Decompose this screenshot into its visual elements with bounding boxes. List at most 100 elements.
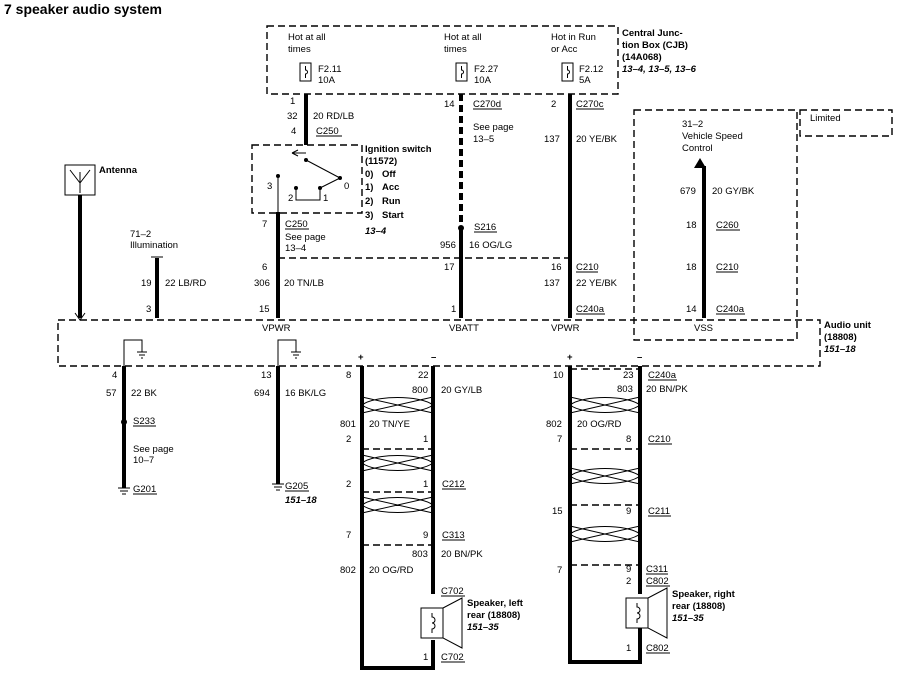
pin-1: 1 bbox=[290, 96, 295, 107]
circuit-803-left: 803 bbox=[412, 549, 428, 560]
circuit-19: 19 bbox=[141, 278, 152, 289]
pin-14-vss: 14 bbox=[686, 304, 697, 315]
terminal-vpwr-2: VPWR bbox=[551, 323, 580, 334]
pin-2: 2 bbox=[551, 99, 556, 110]
ign-pos-2: 2) bbox=[365, 196, 373, 207]
connector-c702a: C702 bbox=[441, 586, 464, 597]
pin-2b-left: 2 bbox=[346, 479, 351, 490]
circuit-803-right: 803 bbox=[617, 384, 633, 395]
cjb-hot2-line1: Hot at all bbox=[444, 32, 482, 43]
pin-23: 23 bbox=[623, 370, 634, 381]
pin-1-mid: 1 bbox=[451, 304, 456, 315]
wire-color-lb-rd: 22 LB/RD bbox=[165, 278, 206, 289]
limited-box bbox=[799, 109, 893, 137]
connector-c311: C311 bbox=[646, 564, 668, 575]
splice-icon bbox=[458, 225, 464, 231]
pin-4-gnd: 4 bbox=[112, 370, 117, 381]
connector-c210-right: C210 bbox=[648, 434, 671, 445]
ign-pin-1: 1 bbox=[323, 193, 328, 204]
antenna-label: Antenna bbox=[99, 165, 138, 176]
speaker-left-ref: 151–35 bbox=[467, 622, 499, 633]
speaker-left-label-1: Speaker, left bbox=[467, 598, 524, 609]
pin-3: 3 bbox=[146, 304, 151, 315]
polarity-minus-left: – bbox=[431, 352, 436, 363]
pin-9b-right: 9 bbox=[626, 564, 631, 575]
ign-pos-3: 3) bbox=[365, 210, 373, 221]
ground-g205-ref: 151–18 bbox=[285, 495, 317, 506]
circuit-802-right: 802 bbox=[546, 419, 562, 430]
connector-c270c: C270c bbox=[576, 99, 604, 110]
wire-color-bk: 22 BK bbox=[131, 388, 158, 399]
ignition-label-2: (11572) bbox=[365, 156, 397, 167]
see-page-3-ref: 10–7 bbox=[133, 455, 154, 466]
see-page-1: See page bbox=[285, 232, 326, 243]
polarity-minus-right: – bbox=[637, 352, 642, 363]
ground-icon bbox=[277, 339, 301, 366]
ign-pos-0: 0) bbox=[365, 169, 373, 180]
pin-15: 15 bbox=[259, 304, 270, 315]
wire-color-gy-bk: 20 GY/BK bbox=[712, 186, 755, 197]
wire-color-bk-lg: 16 BK/LG bbox=[285, 388, 326, 399]
speaker-icon bbox=[420, 597, 463, 649]
antenna-icon bbox=[64, 164, 96, 196]
splice-s233: S233 bbox=[133, 416, 155, 427]
wire-color-tn-lb: 20 TN/LB bbox=[284, 278, 324, 289]
circuit-306: 306 bbox=[254, 278, 270, 289]
speaker-right-label-1: Speaker, right bbox=[672, 589, 736, 600]
cjb-hot1-line2: times bbox=[288, 44, 311, 55]
cjb-hot3-line1: Hot in Run bbox=[551, 32, 596, 43]
ground-g205: G205 bbox=[285, 481, 308, 492]
audio-unit-ref: 151–18 bbox=[824, 344, 856, 355]
ignition-switch-box bbox=[251, 144, 363, 214]
speaker-left-label-2: rear (18808) bbox=[467, 610, 520, 621]
ignition-label-1: Ignition switch bbox=[365, 144, 432, 155]
pin-6: 6 bbox=[262, 262, 267, 273]
pin-2-left: 2 bbox=[346, 434, 351, 445]
vss-label-1: Vehicle Speed bbox=[682, 131, 743, 142]
speaker-right-ref: 151–35 bbox=[672, 613, 704, 624]
cjb-hot3-line2: or Acc bbox=[551, 44, 578, 55]
terminal-vpwr-1: VPWR bbox=[262, 323, 291, 334]
circuit-694: 694 bbox=[254, 388, 270, 399]
pin-1c-left: 1 bbox=[423, 652, 428, 663]
pin-7: 7 bbox=[262, 219, 267, 230]
polarity-plus-left: + bbox=[358, 352, 364, 363]
vss-ref: 31–2 bbox=[682, 119, 703, 130]
ign-pos-1-name: Acc bbox=[382, 182, 399, 193]
connector-c313: C313 bbox=[442, 530, 465, 541]
ignition-ref: 13–4 bbox=[365, 226, 387, 237]
terminal-vbatt: VBATT bbox=[449, 323, 479, 334]
connector-c270d: C270d bbox=[473, 99, 501, 110]
pin-18a: 18 bbox=[686, 220, 697, 231]
vss-box bbox=[633, 109, 798, 341]
wire-color-og-rd-right: 20 OG/RD bbox=[577, 419, 621, 430]
ign-pin-3: 3 bbox=[267, 181, 272, 192]
connector-c250b: C250 bbox=[285, 219, 308, 230]
ign-pin-2: 2 bbox=[288, 193, 293, 204]
pin-18b: 18 bbox=[686, 262, 697, 273]
cjb-label-2: tion Box (CJB) bbox=[622, 40, 688, 51]
pin-8-left: 8 bbox=[346, 370, 351, 381]
pin-15-right: 15 bbox=[552, 506, 563, 517]
see-page-2-ref: 13–5 bbox=[473, 134, 494, 145]
pin-1b-left: 1 bbox=[423, 479, 428, 490]
fuse-icon bbox=[455, 62, 468, 82]
fuse-icon bbox=[299, 62, 312, 82]
ground-icon bbox=[272, 483, 284, 491]
circuit-57: 57 bbox=[106, 388, 117, 399]
circuit-32: 32 bbox=[287, 111, 298, 122]
cjb-hot2-line2: times bbox=[444, 44, 467, 55]
speaker-right-label-2: rear (18808) bbox=[672, 601, 725, 612]
connector-c210-vss: C210 bbox=[716, 262, 739, 273]
wire-color-og-rd-left: 20 OG/RD bbox=[369, 565, 413, 576]
pin-13: 13 bbox=[261, 370, 272, 381]
pin-7-right: 7 bbox=[557, 434, 562, 445]
wire-color-ye-bk-2: 22 YE/BK bbox=[576, 278, 618, 289]
wire-left-plus bbox=[360, 366, 435, 670]
limited-label: Limited bbox=[810, 113, 841, 124]
wire-color-rd-lb: 20 RD/LB bbox=[313, 111, 354, 122]
pin-1-left: 1 bbox=[423, 434, 428, 445]
fuse3-id: F2.12 bbox=[579, 64, 603, 75]
